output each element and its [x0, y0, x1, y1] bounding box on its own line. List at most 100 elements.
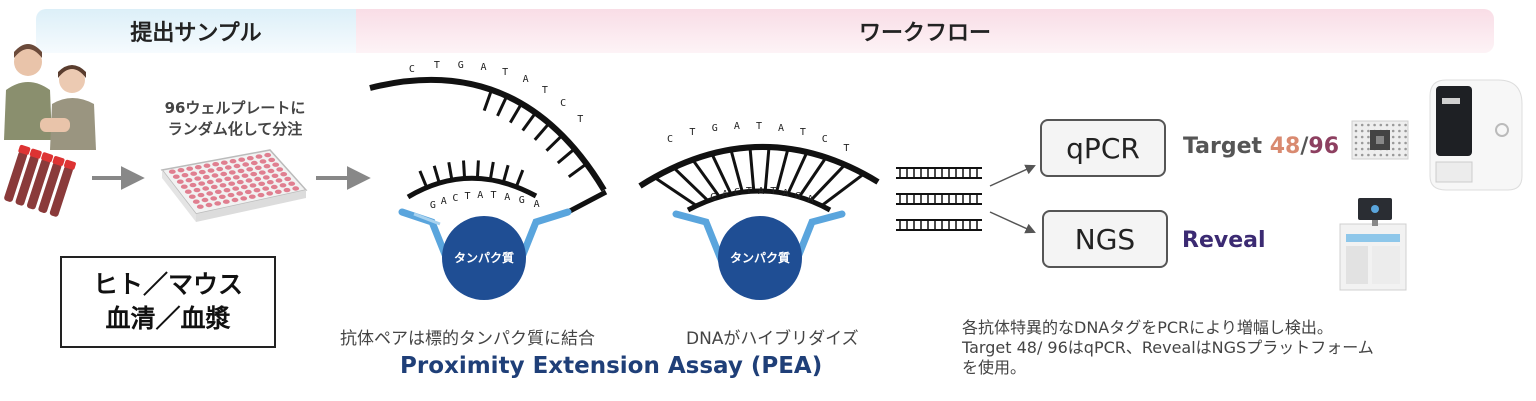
- plate-well: [206, 191, 214, 196]
- plate-caption-line-2: ランダム化して分注: [167, 120, 303, 138]
- plate-well: [188, 194, 196, 199]
- plate-well: [284, 176, 292, 182]
- dna-letter: G: [794, 190, 801, 202]
- protein-circle: [442, 216, 526, 300]
- qpcr-label: qPCR: [1066, 131, 1140, 165]
- sample-type-box: ヒト／マウス 血清／血漿: [60, 256, 276, 348]
- plate-well: [266, 180, 274, 185]
- plate-well: [266, 191, 274, 196]
- plate-well: [219, 183, 227, 188]
- plate-well: [248, 194, 256, 199]
- plate-well: [194, 165, 202, 170]
- plate-well: [272, 162, 280, 167]
- plate-well: [237, 168, 245, 174]
- plate-well: [177, 168, 185, 173]
- plate-well: [240, 196, 248, 201]
- plate-well: [241, 173, 249, 178]
- plate-well: [250, 160, 258, 166]
- plate-well: [201, 197, 209, 203]
- dna-letter: T: [689, 127, 696, 139]
- plate-well: [180, 184, 188, 189]
- plate-well: [232, 186, 240, 191]
- plate-well: [262, 175, 270, 180]
- target-96: 96: [1308, 134, 1340, 159]
- plate-well: [259, 159, 267, 164]
- plate-well: [271, 173, 279, 178]
- antibody-right-2: [792, 210, 846, 266]
- description-line-3: を使用。: [962, 358, 1027, 377]
- assay-name: Proximity Extension Assay (PEA): [400, 353, 823, 379]
- well-plate-icon: [160, 149, 308, 222]
- plate-well: [223, 188, 231, 193]
- plate-well: [202, 186, 210, 191]
- plate-well: [168, 169, 176, 174]
- plate-well: [268, 157, 276, 163]
- plate-well: [231, 197, 239, 203]
- plate-well: [193, 187, 201, 193]
- plate-well: [228, 181, 236, 186]
- plate-caption: 96ウェルプレートに ランダム化して分注: [140, 98, 330, 140]
- ngs-label: NGS: [1074, 222, 1136, 256]
- protein-circle-2: [718, 216, 802, 300]
- pea-hybridized-illustration: タンパク質: [638, 144, 880, 300]
- plate-well: [279, 183, 287, 188]
- dna-letter: T: [433, 60, 440, 72]
- step-binding-caption: 抗体ペアは標的タンパク質に結合: [340, 329, 595, 349]
- plate-well: [275, 178, 283, 183]
- plate-well: [274, 189, 282, 194]
- dna-letter: A: [758, 185, 765, 197]
- dna-letter: C: [733, 187, 740, 198]
- plate-well: [264, 152, 272, 158]
- dna-letter: C: [667, 134, 674, 146]
- plate-well: [220, 160, 228, 165]
- plate-well: [218, 194, 226, 199]
- target-prefix: Target: [1183, 134, 1270, 159]
- arrow-to-qpcr: [989, 164, 1036, 187]
- plate-well: [202, 174, 210, 180]
- target-platform-label: Target 48/96: [1183, 134, 1339, 159]
- dna-letter: C: [821, 134, 828, 146]
- plate-well: [184, 189, 192, 194]
- plate-well: [222, 199, 230, 204]
- plate-well: [257, 192, 265, 198]
- dna-letter: T: [502, 66, 509, 78]
- dna-letter: C: [560, 98, 567, 110]
- dna-letter: T: [745, 185, 752, 197]
- blood-tubes-icon: [4, 144, 76, 217]
- dna-letter: G: [711, 122, 718, 134]
- plate-well: [197, 192, 205, 198]
- plate-well: [254, 176, 262, 182]
- dna-letter: A: [807, 194, 814, 206]
- plate-well: [270, 184, 278, 190]
- dna-letter: G: [457, 59, 464, 71]
- dna-letter: T: [490, 190, 497, 202]
- plate-well: [232, 175, 240, 180]
- plate-well: [224, 165, 232, 170]
- plate-well: [220, 171, 228, 177]
- plate-well: [262, 186, 270, 191]
- plate-well: [194, 176, 202, 181]
- reveal-platform-label: Reveal: [1182, 228, 1266, 253]
- plate-well: [206, 179, 214, 185]
- description-line-1: 各抗体特異的なDNAタグをPCRにより増幅し検出。: [962, 318, 1333, 337]
- plate-well: [229, 159, 237, 164]
- dna-letter: A: [477, 190, 484, 201]
- plate-caption-line-1: 96ウェルプレートに: [164, 99, 306, 117]
- plate-well: [267, 168, 275, 174]
- plate-well: [245, 178, 253, 183]
- plate-well: [228, 170, 236, 175]
- workflow-description: 各抗体特異的なDNAタグをPCRにより増幅し検出。 Target 48/ 96は…: [962, 318, 1482, 378]
- dna-letter: C: [452, 192, 459, 204]
- plate-well: [214, 201, 222, 206]
- plate-well: [246, 167, 254, 172]
- plate-well: [254, 165, 262, 170]
- header-workflow-label: ワークフロー: [858, 21, 991, 46]
- plate-well: [292, 186, 300, 191]
- plate-well: [192, 199, 200, 204]
- plate-well: [236, 179, 244, 185]
- dna-letter: C: [408, 63, 415, 75]
- protein-label-2: タンパク質: [730, 250, 790, 265]
- dna-letter: A: [733, 120, 740, 132]
- sample-type-matrix: 血清／血漿: [105, 304, 231, 333]
- target-48: 48: [1269, 134, 1301, 159]
